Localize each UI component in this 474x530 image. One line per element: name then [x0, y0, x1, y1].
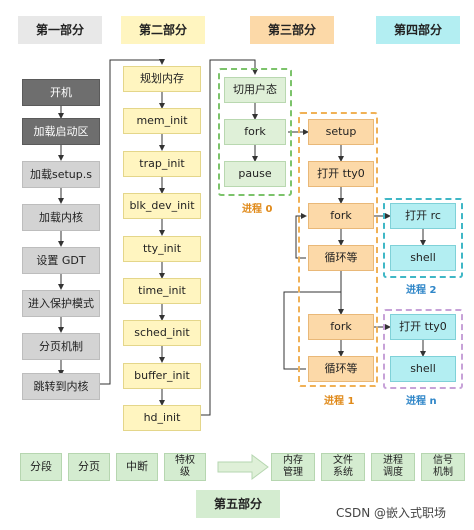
module-box: 进程调度 — [371, 453, 415, 481]
process-0-step: pause — [224, 161, 286, 187]
process-n-step: shell — [390, 356, 456, 382]
process-2-label: 进程 2 — [406, 285, 437, 296]
process-1-step: 打开 tty0 — [308, 161, 374, 187]
boot-step: 进入保护模式 — [22, 290, 100, 317]
module-box: 信号机制 — [421, 453, 465, 481]
concept-box: 中断 — [116, 453, 158, 481]
process-1-step: 循环等 — [308, 245, 374, 271]
boot-step: 跳转到内核 — [22, 373, 100, 400]
process-1-label: 进程 1 — [324, 396, 355, 407]
process-0-label: 进程 0 — [242, 204, 273, 215]
boot-step: 开机 — [22, 79, 100, 106]
boot-step: 分页机制 — [22, 333, 100, 360]
init-step: 规划内存 — [123, 66, 201, 92]
init-step: time_init — [123, 278, 201, 304]
process-n-step: 打开 tty0 — [390, 314, 456, 340]
init-step: trap_init — [123, 151, 201, 177]
init-step: tty_init — [123, 236, 201, 262]
process-1-step: fork — [308, 314, 374, 340]
process-1-step: setup — [308, 119, 374, 145]
header-part4: 第四部分 — [376, 16, 460, 44]
boot-step: 设置 GDT — [22, 247, 100, 274]
process-0-step: 切用户态 — [224, 77, 286, 103]
header-part1: 第一部分 — [18, 16, 102, 44]
header-part2: 第二部分 — [121, 16, 205, 44]
init-step: blk_dev_init — [123, 193, 201, 219]
process-0-step: fork — [224, 119, 286, 145]
module-box: 文件系统 — [321, 453, 365, 481]
boot-step: 加载setup.s — [22, 161, 100, 188]
process-2-group — [383, 198, 463, 278]
process-2-step: 打开 rc — [390, 203, 456, 229]
process-2-step: shell — [390, 245, 456, 271]
process-1-step: 循环等 — [308, 356, 374, 382]
init-step: sched_init — [123, 320, 201, 346]
concept-box: 特权级 — [164, 453, 206, 481]
concept-box: 分段 — [20, 453, 62, 481]
boot-step: 加载启动区 — [22, 118, 100, 145]
boot-step: 加载内核 — [22, 204, 100, 231]
process-n-group — [383, 309, 463, 389]
module-box: 内存管理 — [271, 453, 315, 481]
process-1-group — [298, 112, 378, 387]
watermark: CSDN @嵌入式职场 — [336, 506, 447, 520]
process-n-label: 进程 n — [406, 396, 437, 407]
init-step: buffer_init — [123, 363, 201, 389]
concept-box: 分页 — [68, 453, 110, 481]
process-0-group — [218, 68, 292, 196]
header-part3: 第三部分 — [250, 16, 334, 44]
process-1-step: fork — [308, 203, 374, 229]
init-step: mem_init — [123, 108, 201, 134]
init-step: hd_init — [123, 405, 201, 431]
header-part5: 第五部分 — [196, 490, 280, 518]
